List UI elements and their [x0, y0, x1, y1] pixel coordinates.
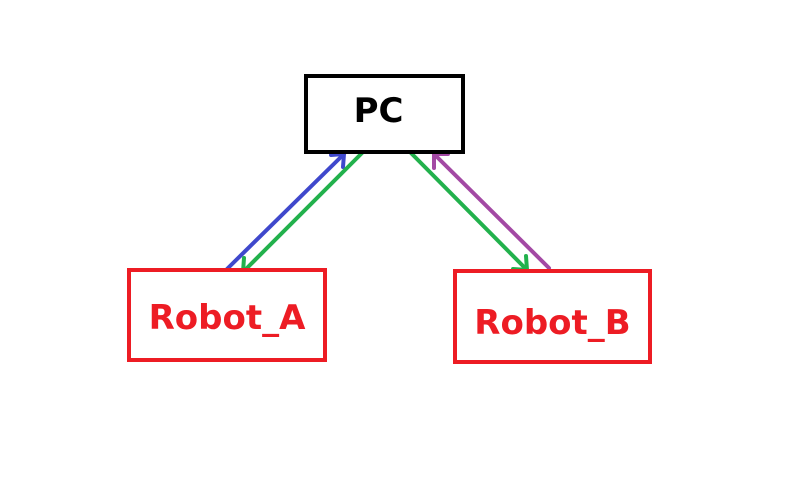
pc-label: PC [353, 91, 404, 131]
robot-b-node: Robot_B [453, 269, 652, 364]
robot-a-node: Robot_A [127, 268, 327, 362]
robot-a-label: Robot_A [148, 298, 306, 338]
arrow-pc-to-robot-a [241, 151, 364, 274]
pc-node: PC [304, 74, 465, 154]
arrow-robot-a-to-pc [225, 152, 346, 271]
robot-b-label: Robot_B [474, 303, 631, 343]
arrow-pc-to-robot-b [409, 151, 529, 272]
arrow-robot-b-to-pc [432, 152, 551, 270]
